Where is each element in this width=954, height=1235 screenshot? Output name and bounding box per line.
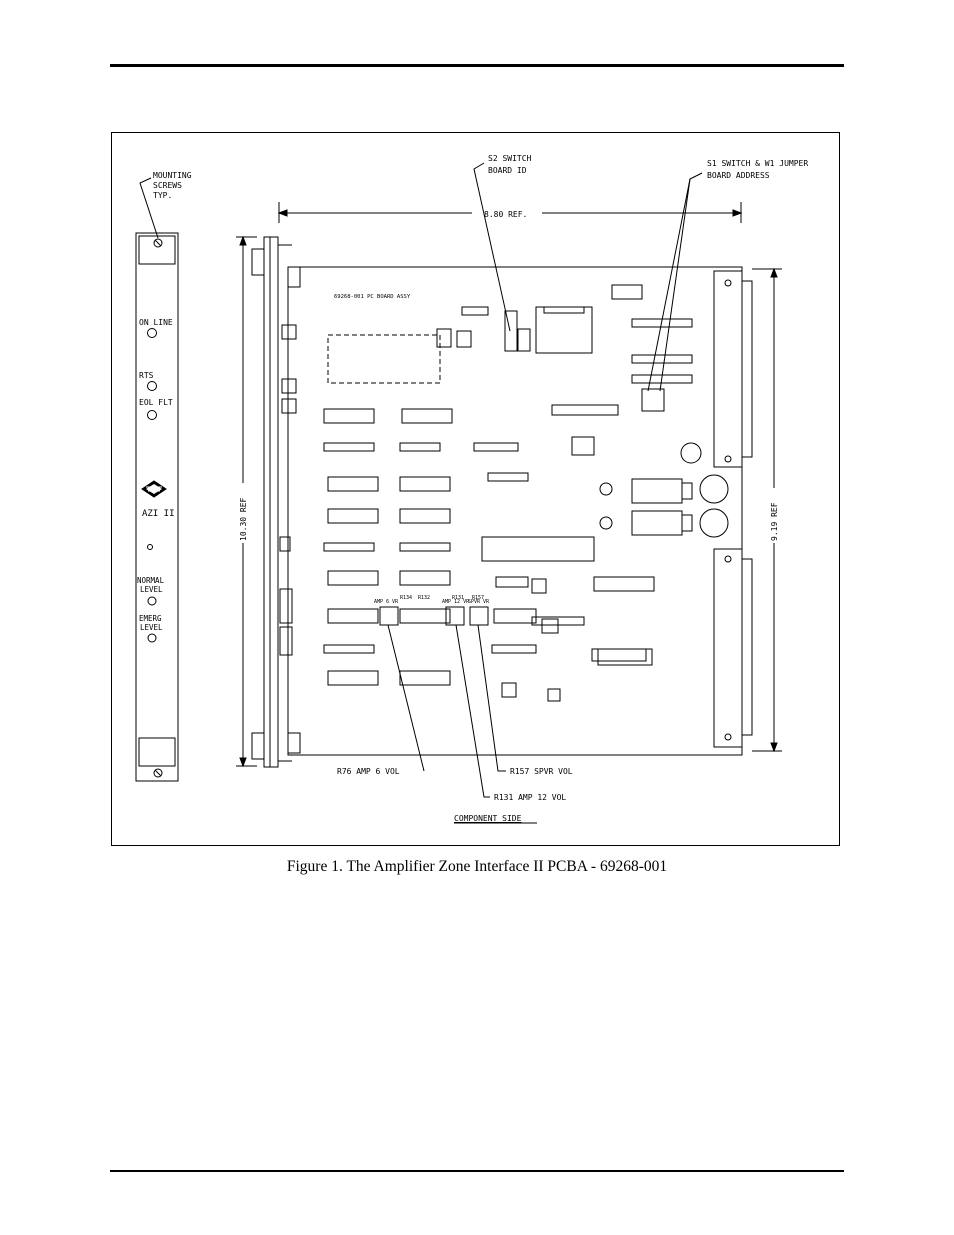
s2-callout-2: BOARD ID: [488, 166, 527, 175]
callouts: S2 SWITCH BOARD ID S1 SWITCH & W1 JUMPER…: [337, 154, 808, 824]
pot-r76: [379, 606, 399, 626]
model-label: AZI II: [142, 509, 175, 519]
svg-text:R131: R131: [452, 595, 464, 601]
mounting-screw-top: [153, 238, 163, 248]
normal-level-label-1: NORMAL: [137, 576, 165, 585]
r157-callout: R157 SPVR VOL: [510, 767, 573, 776]
azi-logo: [141, 480, 167, 498]
width-dimension: 8.80 REF.: [484, 210, 527, 219]
mounting-screws-callout: MOUNTING SCREWS TYP.: [139, 171, 192, 239]
online-led: [147, 328, 157, 338]
svg-text:TYP.: TYP.: [153, 191, 172, 200]
height-dimension: 10.30 REF: [239, 497, 248, 541]
svg-text:AMP 6 VR: AMP 6 VR: [374, 599, 399, 605]
panel-indicator: [147, 544, 153, 550]
footer-rule: [110, 1170, 844, 1172]
led-label-rts: RTS: [139, 371, 154, 380]
resistor-arrays: [323, 408, 655, 686]
emerg-level-label-2: LEVEL: [140, 623, 163, 632]
svg-text:SPVR VR: SPVR VR: [468, 599, 490, 605]
svg-text:AMP 12 VR: AMP 12 VR: [442, 599, 470, 605]
pcba-drawing: ON LINE RTS EOL FLT AZI II NORMAL LEVEL …: [135, 154, 808, 824]
pc-board: 69268-001 PC BOARD ASSY: [251, 236, 753, 768]
component-side-label: COMPONENT SIDE: [454, 814, 522, 823]
connector-p2: [713, 548, 743, 748]
figure-caption: Figure 1. The Amplifier Zone Interface I…: [286, 858, 668, 875]
emerg-level-control: [147, 633, 157, 643]
header-rule: [110, 64, 844, 67]
cap-c9: [699, 508, 729, 538]
emerg-level-label-1: EMERG: [139, 614, 162, 623]
r131-callout: R131 AMP 12 VOL: [494, 793, 566, 802]
cap-c8: [699, 474, 729, 504]
dashed-area: [327, 334, 441, 384]
switch-s2: [517, 328, 531, 352]
rts-led: [147, 381, 157, 391]
s1-callout-1: S1 SWITCH & W1 JUMPER: [707, 159, 808, 168]
svg-text:R157: R157: [472, 595, 484, 601]
led-label-online: ON LINE: [139, 318, 173, 327]
connector-p1: [713, 270, 743, 468]
svg-text:MOUNTING: MOUNTING: [153, 171, 192, 180]
normal-level-label-2: LEVEL: [140, 585, 163, 594]
assy-label: 69268-001 PC BOARD ASSY: [334, 294, 411, 300]
mounting-screw-bottom: [153, 768, 163, 778]
pcba-figure: ON LINE RTS EOL FLT AZI II NORMAL LEVEL …: [111, 132, 840, 846]
r76-callout: R76 AMP 6 VOL: [337, 767, 400, 776]
pot-r131: [445, 606, 465, 626]
svg-text:R134: R134: [400, 595, 412, 601]
ic-u6: [535, 306, 593, 354]
pot-r157: [469, 606, 489, 626]
dimension-lines: 8.80 REF. 10.30 REF 9.19 REF: [236, 202, 782, 768]
svg-text:R132: R132: [418, 595, 430, 601]
front-panel: ON LINE RTS EOL FLT AZI II NORMAL LEVEL …: [135, 232, 179, 782]
led-label-eolflt: EOL FLT: [139, 398, 173, 407]
ic-long: [481, 536, 595, 562]
s1-callout-2: BOARD ADDRESS: [707, 171, 770, 180]
eolflt-led: [147, 410, 157, 420]
right-dimension: 9.19 REF: [770, 502, 779, 541]
s2-callout-1: S2 SWITCH: [488, 154, 532, 163]
normal-level-control: [147, 596, 157, 606]
switch-s1: [641, 388, 665, 412]
cap-c12: [680, 442, 702, 464]
svg-text:SCREWS: SCREWS: [153, 181, 182, 190]
